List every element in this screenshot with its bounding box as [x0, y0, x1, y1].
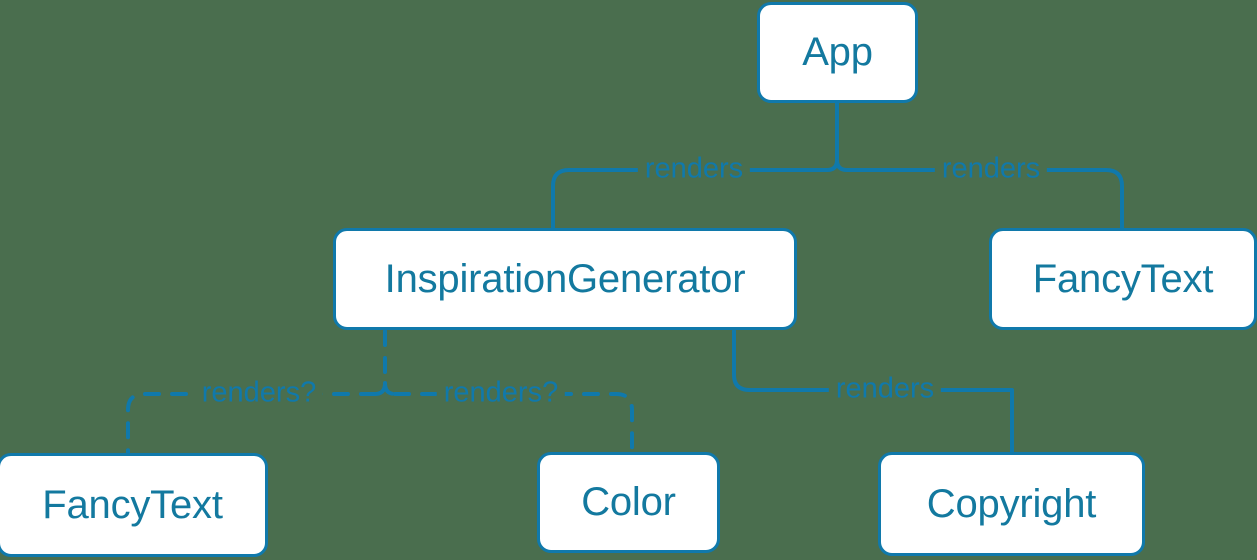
node-app[interactable]: App — [757, 2, 918, 103]
node-app-label: App — [802, 30, 873, 74]
edge-app-bus-right — [845, 168, 1124, 230]
edge-inspgen-dashed-stem-right — [383, 381, 397, 396]
edge-inspgen-color — [393, 392, 634, 454]
node-inspiration-generator[interactable]: InspirationGenerator — [333, 228, 797, 330]
edge-label-inspiration-generator-fancytext: renders? — [194, 378, 324, 408]
edge-label-app-fancytext: renders — [934, 154, 1048, 184]
node-fancytext-bottom[interactable]: FancyText — [0, 453, 268, 557]
node-fancytext-right-label: FancyText — [1032, 256, 1214, 301]
node-fancytext-bottom-label: FancyText — [42, 482, 223, 527]
node-copyright-label: Copyright — [926, 481, 1097, 526]
edge-inspgen-fancytext — [126, 392, 377, 455]
node-color-label: Color — [581, 480, 676, 524]
edge-label-inspiration-generator-copyright: renders — [828, 374, 942, 404]
node-fancytext-right[interactable]: FancyText — [989, 228, 1257, 330]
node-inspiration-generator-label: InspirationGenerator — [384, 256, 746, 301]
edge-label-inspiration-generator-color: renders? — [436, 378, 566, 408]
edge-app-bus-left — [551, 168, 829, 230]
node-copyright[interactable]: Copyright — [878, 452, 1145, 556]
edge-label-app-inspiration-generator: renders — [637, 154, 751, 184]
node-color[interactable]: Color — [537, 452, 720, 553]
edge-app-stem-left — [825, 158, 839, 172]
